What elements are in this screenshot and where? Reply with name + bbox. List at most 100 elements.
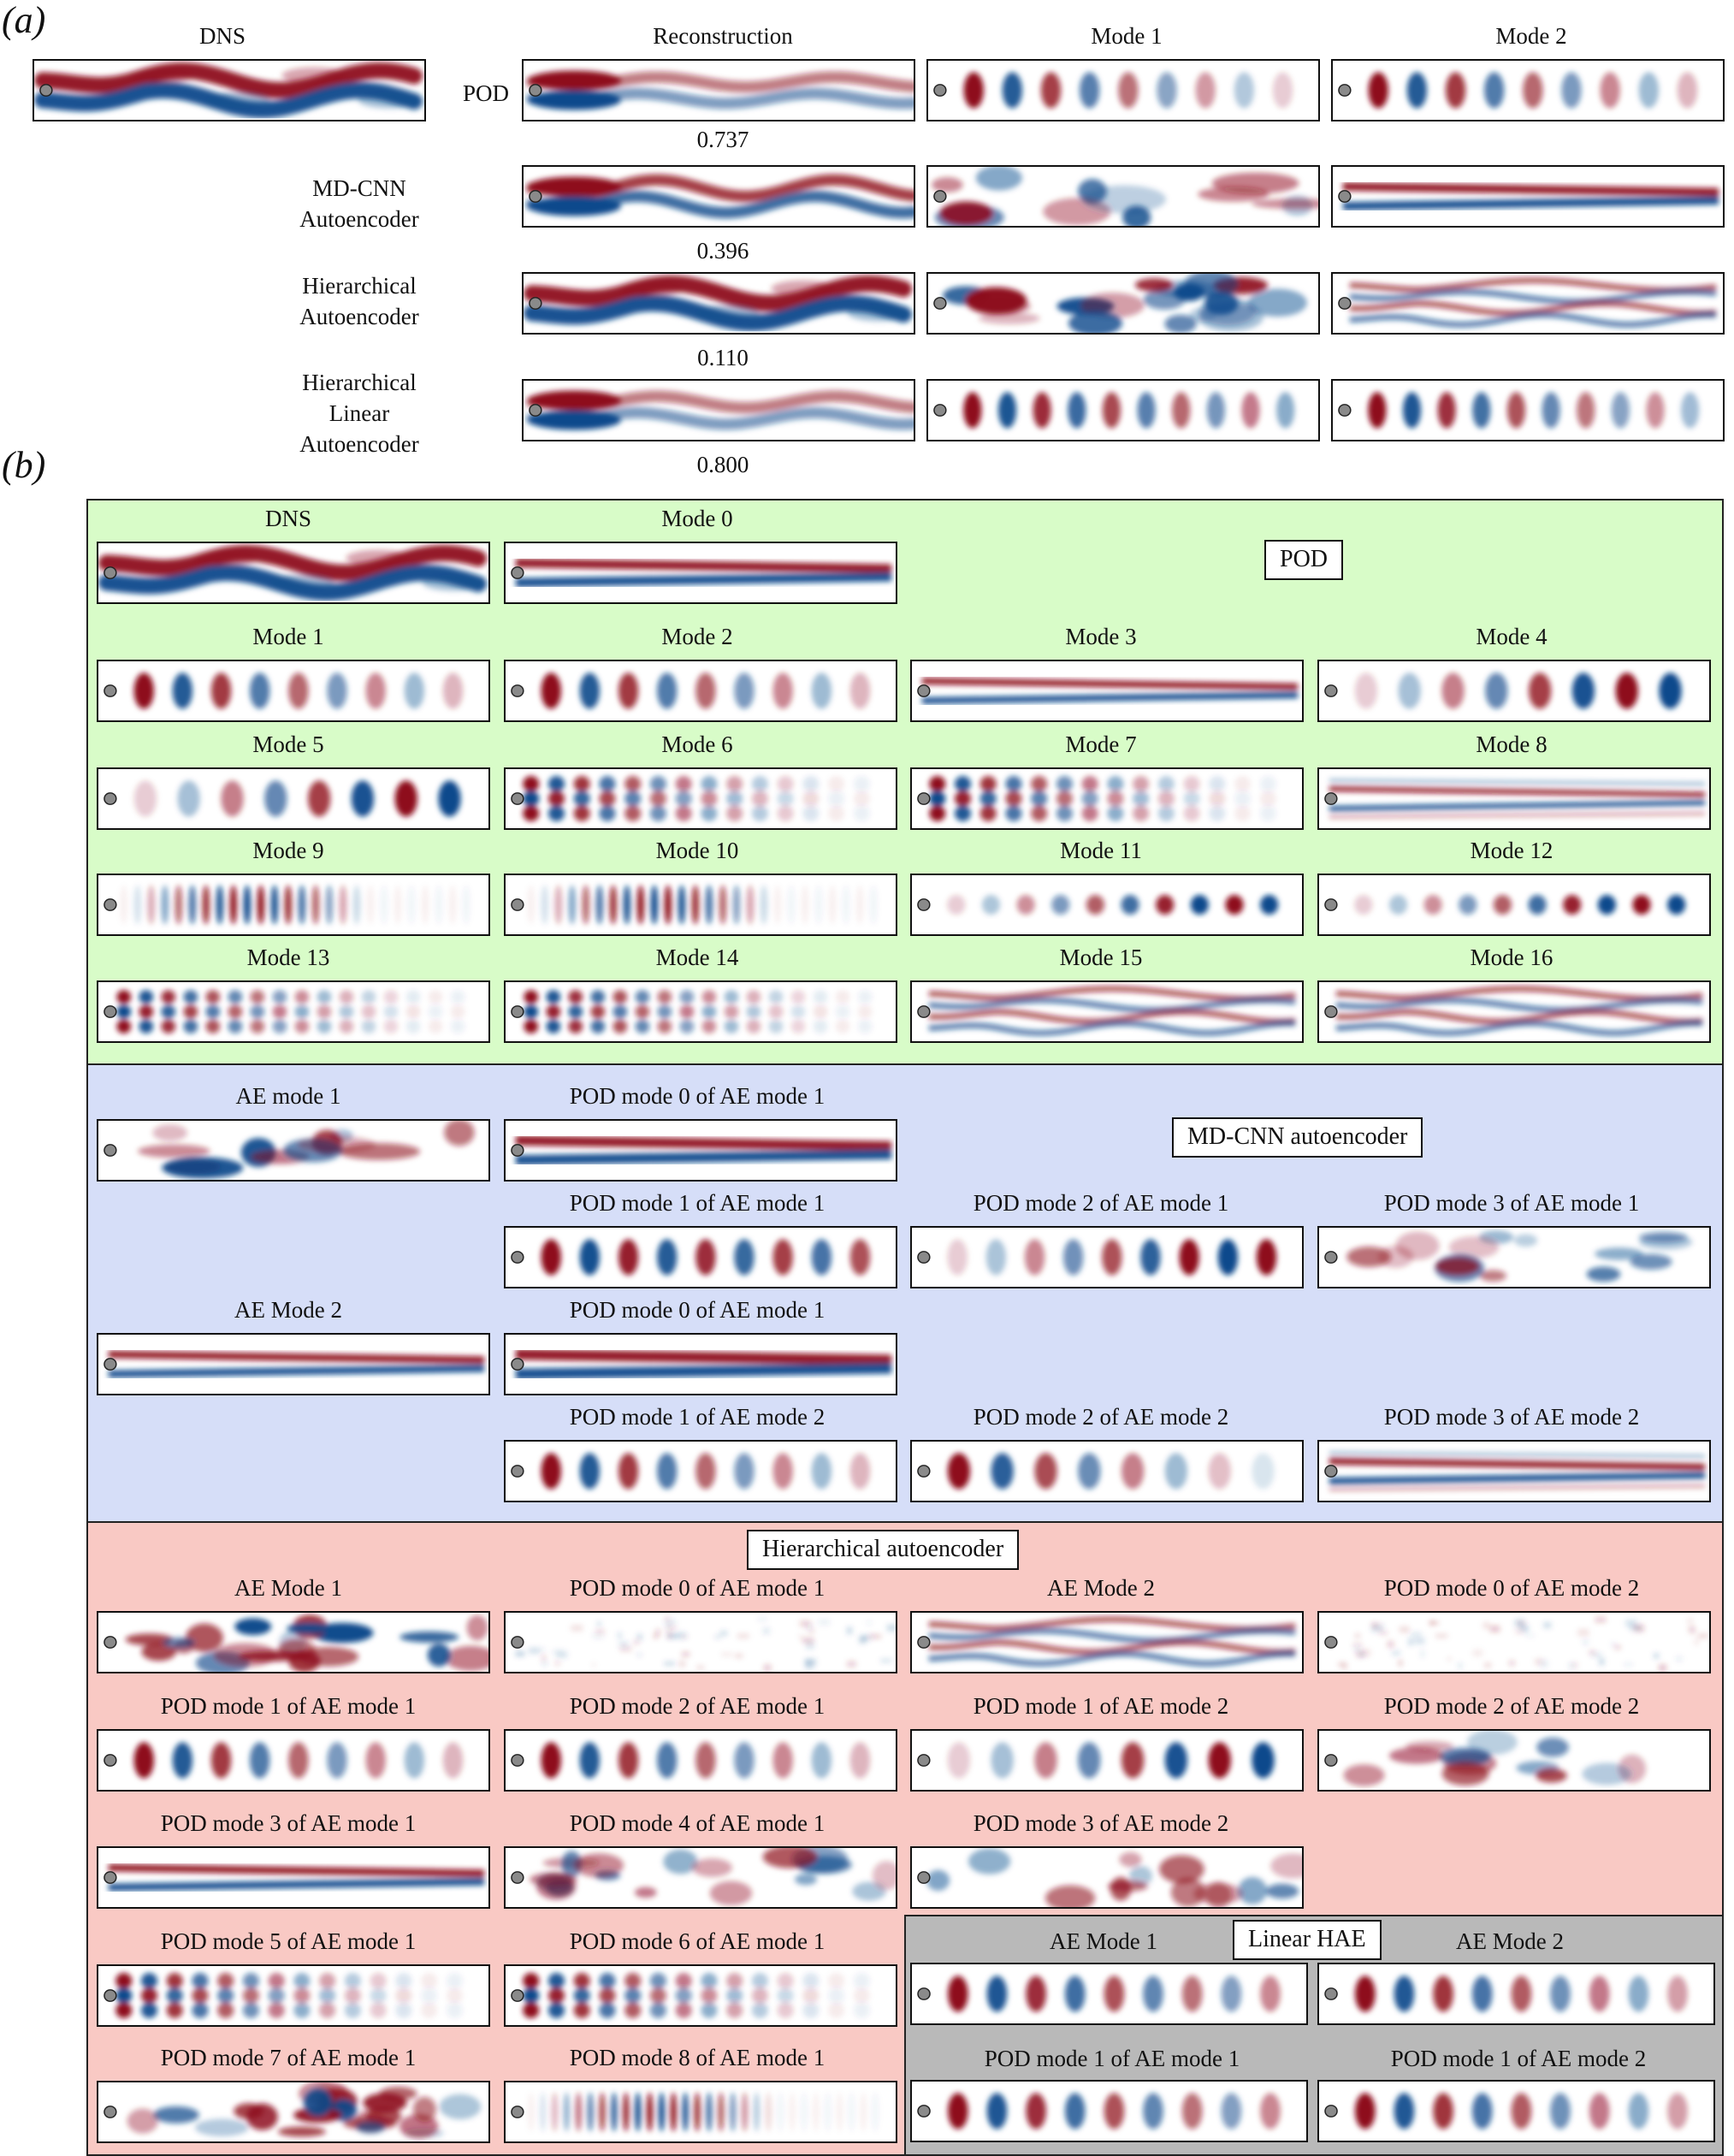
- pod-mode-field: [504, 980, 897, 1043]
- mode-title: POD mode 6 of AE mode 1: [569, 1928, 826, 1954]
- mode-title: POD mode 1 of AE mode 2: [973, 1693, 1229, 1719]
- mode-title: POD mode 3 of AE mode 2: [973, 1810, 1229, 1836]
- reconstruction-error: 0.110: [697, 345, 749, 370]
- mode-field: [1331, 272, 1725, 335]
- mdcnn-mode-field: [504, 1333, 897, 1395]
- reconstruction-field: [522, 379, 915, 441]
- mode-title: POD mode 2 of AE mode 2: [1383, 1693, 1640, 1719]
- hae-mode-field: [910, 1611, 1304, 1673]
- panel-b-label: (b): [2, 444, 46, 486]
- hae-tag: Hierarchical autoencoder: [747, 1530, 1020, 1570]
- column-title: DNS: [198, 23, 246, 49]
- mode-title: AE Mode 2: [1456, 1928, 1564, 1954]
- mode-title: Mode 8: [1476, 732, 1548, 757]
- mdcnn-mode-field: [97, 1333, 490, 1395]
- mdcnn-mode-field: [504, 1226, 897, 1288]
- mode-field: [926, 59, 1320, 121]
- pod-mode-field: [1317, 767, 1711, 830]
- mode-title: POD mode 3 of AE mode 1: [160, 1810, 417, 1836]
- mode-title: DNS: [264, 506, 312, 531]
- mode-title: AE Mode 2: [1047, 1575, 1155, 1601]
- mode-title: POD mode 1 of AE mode 2: [1390, 2046, 1647, 2071]
- linear-hae-mode-field: [910, 2080, 1308, 2142]
- reconstruction-error: 0.800: [696, 452, 749, 477]
- reconstruction-field: [522, 59, 915, 121]
- pod-mode-field: [1317, 874, 1711, 936]
- mode-title: Mode 14: [655, 945, 739, 970]
- mode-title: Mode 10: [655, 838, 739, 863]
- mode-title: POD mode 2 of AE mode 2: [973, 1404, 1229, 1430]
- mode-title: POD mode 2 of AE mode 1: [973, 1190, 1229, 1216]
- mode-title: POD mode 3 of AE mode 1: [1383, 1190, 1640, 1216]
- hae-mode-field: [504, 1611, 897, 1673]
- mode-title: Mode 5: [252, 732, 324, 757]
- column-title: Reconstruction: [653, 23, 793, 49]
- mode-title: AE mode 1: [235, 1083, 341, 1109]
- mode-title: Mode 4: [1476, 624, 1548, 649]
- dns-field: [33, 59, 426, 121]
- mode-title: AE Mode 2: [234, 1297, 342, 1323]
- mode-title: Mode 0: [661, 506, 733, 531]
- mode-title: Mode 12: [1470, 838, 1553, 863]
- pod-mode-field: [97, 980, 490, 1043]
- mode-title: POD mode 1 of AE mode 1: [569, 1190, 826, 1216]
- pod-mode-field: [504, 874, 897, 936]
- pod-mode-field: [504, 542, 897, 604]
- reconstruction-error: 0.396: [696, 238, 749, 264]
- mdcnn-mode-field: [1317, 1226, 1711, 1288]
- mode-title: POD mode 1 of AE mode 1: [160, 1693, 417, 1719]
- mode-title: POD mode 2 of AE mode 1: [569, 1693, 826, 1719]
- hae-mode-field: [97, 1729, 490, 1792]
- pod-mode-field: [910, 660, 1304, 722]
- column-title: Mode 1: [1091, 23, 1163, 49]
- mode-title: POD mode 1 of AE mode 1: [984, 2046, 1240, 2071]
- hae-mode-field: [504, 1964, 897, 2027]
- column-title: Mode 2: [1495, 23, 1567, 49]
- hae-mode-field: [504, 1846, 897, 1909]
- mdcnn-mode-field: [1317, 1440, 1711, 1502]
- pod-mode-field: [97, 542, 490, 604]
- pod-mode-field: [910, 874, 1304, 936]
- hae-mode-field: [504, 2081, 897, 2143]
- mode-title: AE Mode 1: [234, 1575, 342, 1601]
- mode-title: POD mode 5 of AE mode 1: [160, 1928, 417, 1954]
- linear-hae-mode-field: [1317, 2080, 1715, 2142]
- pod-mode-field: [910, 980, 1304, 1043]
- mode-title: POD mode 4 of AE mode 1: [569, 1810, 826, 1836]
- mode-title: POD mode 7 of AE mode 1: [160, 2045, 417, 2070]
- mode-title: Mode 11: [1060, 838, 1142, 863]
- row-label: Hierarchical Autoencoder: [299, 273, 419, 329]
- mode-field: [1331, 59, 1725, 121]
- mode-title: Mode 13: [246, 945, 330, 970]
- pod-mode-field: [1317, 980, 1711, 1043]
- linear-hae-mode-field: [910, 1963, 1308, 2025]
- linear-hae-tag: Linear HAE: [1233, 1920, 1382, 1960]
- pod-mode-field: [910, 767, 1304, 830]
- mode-field: [926, 272, 1320, 335]
- mode-title: Mode 7: [1065, 732, 1137, 757]
- row-label: Hierarchical Linear Autoencoder: [299, 370, 419, 457]
- reconstruction-error: 0.737: [696, 127, 749, 152]
- mode-title: POD mode 0 of AE mode 2: [1383, 1575, 1640, 1601]
- pod-mode-field: [504, 767, 897, 830]
- pod-mode-field: [97, 660, 490, 722]
- pod-mode-field: [97, 874, 490, 936]
- row-label: MD-CNN Autoencoder: [299, 175, 419, 232]
- linear-hae-mode-field: [1317, 1963, 1715, 2025]
- hae-mode-field: [97, 1846, 490, 1909]
- panel-a-label: (a): [2, 0, 46, 41]
- pod-mode-field: [1317, 660, 1711, 722]
- hae-mode-field: [504, 1729, 897, 1792]
- mdcnn-tag: MD-CNN autoencoder: [1172, 1117, 1423, 1158]
- reconstruction-field: [522, 272, 915, 335]
- mdcnn-mode-field: [504, 1440, 897, 1502]
- mode-field: [926, 165, 1320, 228]
- row-label: POD: [462, 80, 510, 106]
- mode-field: [926, 379, 1320, 441]
- mode-title: Mode 2: [661, 624, 733, 649]
- hae-mode-field: [910, 1846, 1304, 1909]
- mode-title: Mode 9: [252, 838, 324, 863]
- pod-tag: POD: [1264, 540, 1344, 580]
- mode-title: POD mode 0 of AE mode 1: [569, 1083, 826, 1109]
